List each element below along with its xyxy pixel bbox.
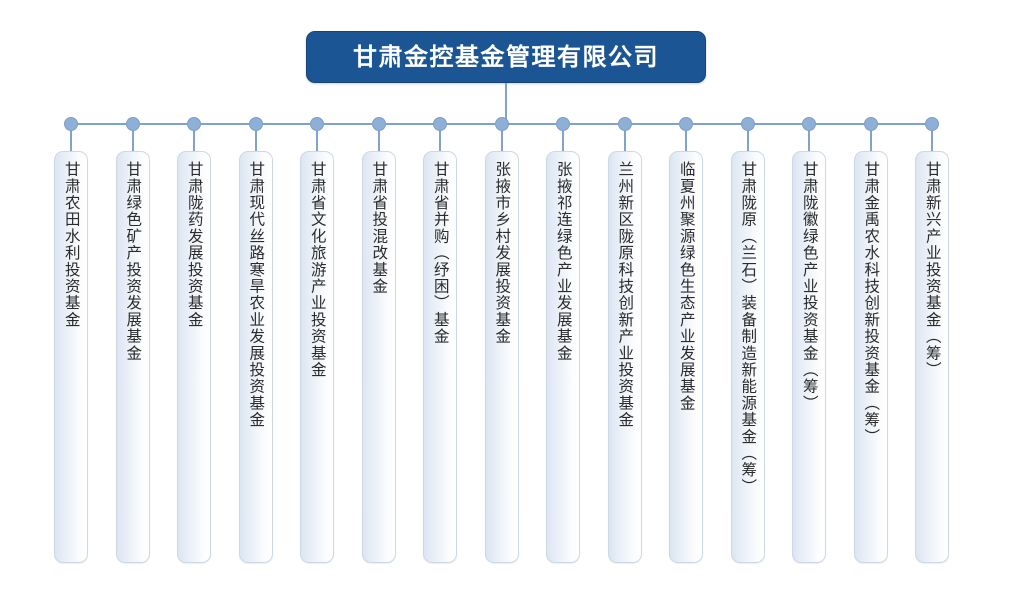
branch-stem-connector xyxy=(869,130,872,152)
child-node[interactable]: 甘肃农田水利投资基金 xyxy=(54,151,88,563)
branch-node-dot xyxy=(64,117,78,131)
child-node-label: 甘肃省投混改基金 xyxy=(370,161,389,295)
child-node[interactable]: 甘肃新兴产业投资基金（筹） xyxy=(915,151,949,563)
branch-node-dot xyxy=(494,117,509,131)
child-node[interactable]: 甘肃陇药发展投资基金 xyxy=(177,151,211,563)
branch-stem-connector xyxy=(193,130,195,152)
child-node-label: 张掖祁连绿色产业发展基金 xyxy=(554,161,573,362)
child-node-label: 甘肃陇徽绿色产业投资基金（筹） xyxy=(800,161,819,412)
child-node[interactable]: 甘肃省投混改基金 xyxy=(361,151,396,563)
child-node[interactable]: 甘肃陇徽绿色产业投资基金（筹） xyxy=(792,151,826,563)
child-node[interactable]: 张掖祁连绿色产业发展基金 xyxy=(546,151,580,563)
child-node[interactable]: 甘肃省并购（纾困）基金 xyxy=(423,151,457,563)
branch-stem-connector xyxy=(70,130,72,152)
branch-node-dot xyxy=(310,117,324,131)
branch-stem-connector xyxy=(685,130,687,152)
branch-node-dot xyxy=(925,117,939,131)
branch-node-dot xyxy=(802,117,816,131)
child-node-label: 甘肃绿色矿产投资发展基金 xyxy=(124,161,143,362)
branch-node-dot xyxy=(556,117,570,131)
branch-stem-connector xyxy=(254,130,257,152)
branch-stem-connector xyxy=(377,130,380,152)
branch-node-dot xyxy=(125,117,140,131)
root-node-label: 甘肃金控基金管理有限公司 xyxy=(353,43,659,71)
branch-node-dot xyxy=(248,117,263,131)
child-node-label: 甘肃陇原（兰石）装备制造新能源基金（筹） xyxy=(739,161,758,495)
branch-stem-connector xyxy=(500,130,503,152)
branch-node-dot xyxy=(679,117,693,131)
child-node[interactable]: 甘肃省文化旅游产业投资基金 xyxy=(300,151,334,563)
branch-node-dot xyxy=(371,117,386,131)
branch-stem-connector xyxy=(931,130,933,152)
child-node[interactable]: 兰州新区陇原科技创新产业投资基金 xyxy=(607,151,642,563)
branch-stem-connector xyxy=(439,130,441,152)
branch-node-dot xyxy=(433,117,447,131)
child-node-label: 兰州新区陇原科技创新产业投资基金 xyxy=(616,161,635,429)
branch-node-dot xyxy=(617,117,632,131)
child-node[interactable]: 张掖市乡村发展投资基金 xyxy=(484,151,519,563)
root-node[interactable]: 甘肃金控基金管理有限公司 xyxy=(306,31,706,83)
child-node[interactable]: 甘肃现代丝路寒旱农业发展投资基金 xyxy=(238,151,273,563)
branch-stem-connector xyxy=(131,130,134,152)
child-node-label: 甘肃省文化旅游产业投资基金 xyxy=(308,161,327,379)
branch-stem-connector xyxy=(316,130,318,152)
child-node-label: 甘肃省并购（纾困）基金 xyxy=(431,161,450,345)
branch-node-dot xyxy=(740,117,755,131)
child-node-label: 甘肃陇药发展投资基金 xyxy=(185,161,204,328)
child-node[interactable]: 甘肃陇原（兰石）装备制造新能源基金（筹） xyxy=(730,151,765,563)
child-node-label: 甘肃金禹农水科技创新投资基金（筹） xyxy=(862,161,881,445)
child-node-label: 临夏州聚源绿色生态产业发展基金 xyxy=(677,161,696,412)
branch-stem-connector xyxy=(623,130,626,152)
branch-stem-connector xyxy=(808,130,810,152)
child-node-label: 甘肃新兴产业投资基金（筹） xyxy=(923,161,942,379)
child-node-label: 甘肃现代丝路寒旱农业发展投资基金 xyxy=(247,161,266,429)
child-node[interactable]: 甘肃金禹农水科技创新投资基金（筹） xyxy=(853,151,888,563)
branch-stem-connector xyxy=(562,130,564,152)
trunk-connector xyxy=(505,83,507,125)
branch-node-dot xyxy=(863,117,878,131)
branch-node-dot xyxy=(187,117,201,131)
child-node[interactable]: 临夏州聚源绿色生态产业发展基金 xyxy=(669,151,703,563)
child-node-label: 张掖市乡村发展投资基金 xyxy=(493,161,512,345)
child-node[interactable]: 甘肃绿色矿产投资发展基金 xyxy=(115,151,150,563)
branch-stem-connector xyxy=(746,130,749,152)
child-node-label: 甘肃农田水利投资基金 xyxy=(62,161,81,328)
